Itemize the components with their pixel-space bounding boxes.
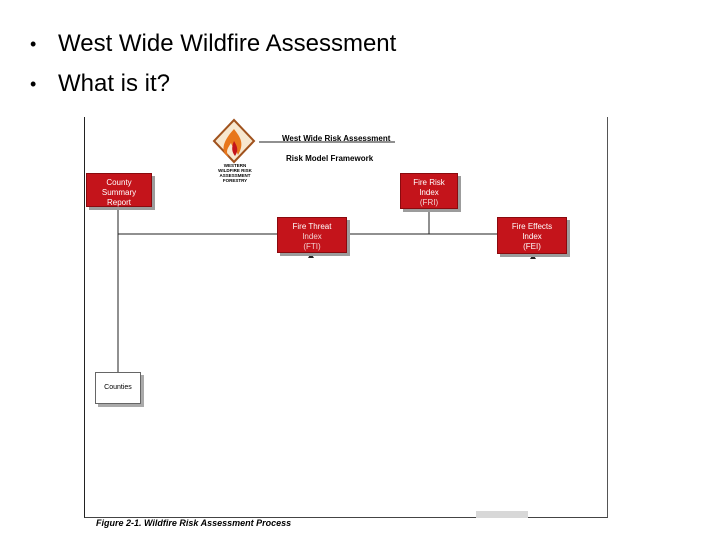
logo-line: WESTERN <box>223 163 247 168</box>
bullet-text-1: West Wide Wildfire Assessment <box>58 30 397 57</box>
figure-caption: Figure 2-1. Wildfire Risk Assessment Pro… <box>96 518 292 528</box>
bullet-item: • What is it? <box>30 64 396 104</box>
box-label: Index <box>302 232 322 241</box>
logo-line: FORESTRY <box>222 178 248 183</box>
bullet-dot: • <box>30 33 37 54</box>
box-label: Index <box>419 188 439 197</box>
bullet-text-2: What is it? <box>58 70 171 97</box>
logo-line: WILDFIRE RISK <box>218 168 252 173</box>
fire-threat-index-box: Fire Threat Index (FTI) <box>277 217 347 253</box>
box-label: Summary <box>101 188 137 197</box>
logo-line: ASSESSMENT <box>219 173 251 178</box>
box-label: (FEI) <box>523 242 541 251</box>
box-label: Fire Risk <box>413 178 445 187</box>
fire-risk-index-box: Fire Risk Index (FRI) <box>400 173 458 209</box>
connector-lines <box>117 118 536 372</box>
box-label: Fire Threat <box>292 222 332 231</box>
box-label: Fire Effects <box>511 222 553 231</box>
bullet-dot: • <box>30 73 37 94</box>
box-label: (FRI) <box>419 198 439 207</box>
figure-tab-decoration <box>476 511 528 518</box>
header-title: West Wide Risk Assessment <box>282 134 391 143</box>
framework-subtitle: Risk Model Framework <box>286 154 374 163</box>
logo-caption: WESTERN WILDFIRE RISK ASSESSMENT FORESTR… <box>217 163 253 183</box>
box-label: Index <box>522 232 542 241</box>
bullet-list: • West Wide Wildfire Assessment • What i… <box>30 24 396 104</box>
fire-effects-index-box: Fire Effects Index (FEI) <box>497 217 567 254</box>
county-summary-report-box: County Summary Report <box>86 173 152 207</box>
wildfire-logo-icon <box>212 118 256 164</box>
box-label: Report <box>106 198 131 207</box>
risk-model-diagram: WESTERN WILDFIRE RISK ASSESSMENT FORESTR… <box>84 117 608 518</box>
box-label: (FTI) <box>303 242 321 251</box>
bullet-item: • West Wide Wildfire Assessment <box>30 24 396 64</box>
box-label: County <box>106 178 132 187</box>
counties-box: Counties <box>95 372 141 404</box>
